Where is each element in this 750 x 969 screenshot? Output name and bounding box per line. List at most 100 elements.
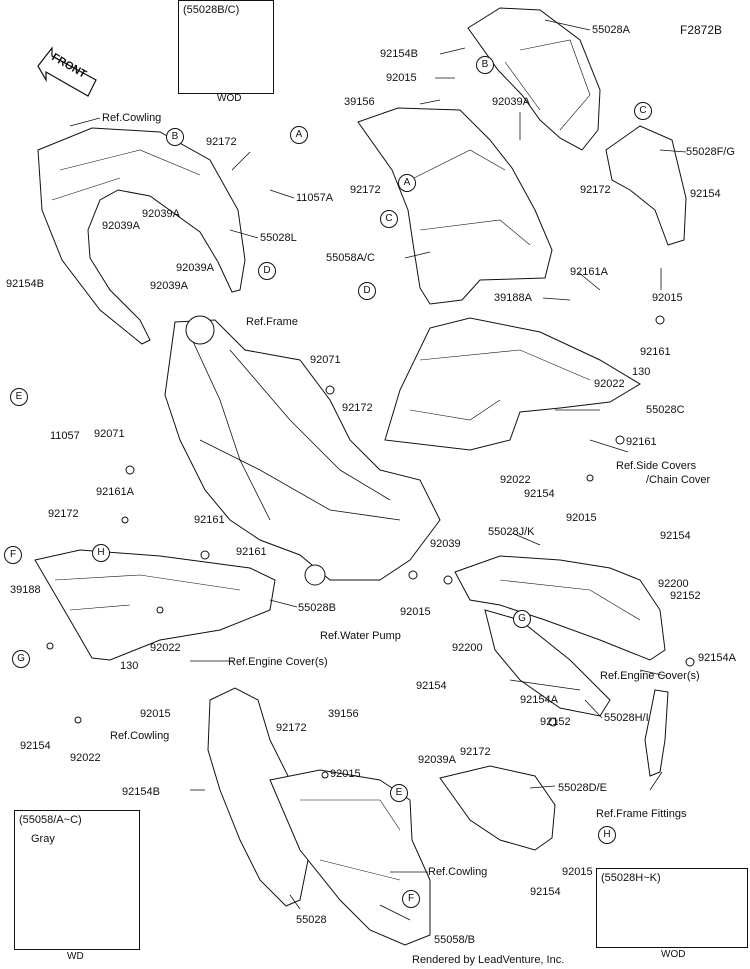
side-panel-55058B (269, 769, 431, 946)
inset-bl-title: (55058/A~C) (19, 814, 82, 826)
frame-outline (164, 319, 441, 581)
part-label: 92154B (122, 786, 160, 798)
part-label: 92172 (350, 184, 381, 196)
part-label: 39156 (328, 708, 359, 720)
part-label: 92172 (48, 508, 79, 520)
part-label: 55028L (260, 232, 297, 244)
figure-code: F2872B (680, 23, 723, 37)
callout-h2: H (598, 826, 616, 844)
part-label: 55028 (296, 914, 327, 926)
front-arrow-icon (37, 46, 97, 97)
part-label: 39188A (494, 292, 532, 304)
part-label: 92161A (570, 266, 608, 278)
part-label: 39188 (10, 584, 41, 596)
part-label: 92161 (626, 436, 657, 448)
part-label: 92039A (142, 208, 180, 220)
callout-a2: A (398, 174, 416, 192)
callout-c: C (634, 102, 652, 120)
part-label: 92172 (206, 136, 237, 148)
part-label: 92154 (530, 886, 561, 898)
part-label: 92154 (20, 740, 51, 752)
part-label: 92161 (194, 514, 225, 526)
part-label: 92154B (380, 48, 418, 60)
callout-d2: D (358, 282, 376, 300)
part-label: 55028C (646, 404, 685, 416)
part-label: 92154 (660, 530, 691, 542)
part-label: Ref.Cowling (428, 866, 488, 878)
part-label: Ref.Water Pump (320, 630, 401, 642)
part-label: 55058A/C (326, 252, 375, 264)
part-label: 92071 (310, 354, 341, 366)
part-label: Ref.Frame (246, 316, 298, 328)
part-label: 92015 (386, 72, 417, 84)
callout-e2: E (390, 784, 408, 802)
part-label: 92161 (236, 546, 267, 558)
part-label: 92071 (94, 428, 125, 440)
callout-f2: F (402, 890, 420, 908)
part-label: 92154 (690, 188, 721, 200)
part-label: 92152 (670, 590, 701, 602)
part-label: 92039A (492, 96, 530, 108)
part-label: 92015 (330, 768, 361, 780)
part-label: 11057A (296, 192, 334, 204)
inset-bl-sub: Gray (31, 833, 55, 845)
part-label: 55028F/G (686, 146, 735, 158)
part-label: 92172 (580, 184, 611, 196)
part-label: 92039 (430, 538, 461, 550)
part-label: 92022 (70, 752, 101, 764)
part-label: 92161 (640, 346, 671, 358)
part-label: 55028B (298, 602, 336, 614)
part-label: 55028A (592, 24, 630, 36)
part-label: 92172 (342, 402, 373, 414)
part-label: 92022 (150, 642, 181, 654)
callout-c2: C (380, 210, 398, 228)
part-label: Ref.Engine Cover(s) (600, 670, 700, 682)
upper-fairing-55028A (467, 7, 601, 151)
part-label: 92039A (418, 754, 456, 766)
part-label: 92154A (520, 694, 558, 706)
inset-br-foot: WOD (661, 949, 686, 960)
side-panel-55058A (357, 107, 553, 305)
part-label: 92154A (698, 652, 736, 664)
part-label: 130 (120, 660, 139, 672)
callout-b: B (166, 128, 184, 146)
callout-a: A (290, 126, 308, 144)
callout-e: E (10, 388, 28, 406)
inset-top: (55028B/C) WOD (178, 0, 274, 104)
callout-f: F (4, 546, 22, 564)
part-label: 39156 (344, 96, 375, 108)
part-label: 92154B (6, 278, 44, 290)
part-label: 92015 (562, 866, 593, 878)
part-label: 92015 (566, 512, 597, 524)
under-cowl-55028C (384, 317, 641, 451)
part-label: 92172 (276, 722, 307, 734)
part-label: 55028D/E (558, 782, 607, 794)
part-label: 92015 (652, 292, 683, 304)
part-label: 92154 (416, 680, 447, 692)
part-label: 92154 (524, 488, 555, 500)
bracket-55028D (439, 765, 556, 851)
part-label: 92039A (176, 262, 214, 274)
part-label: 92015 (140, 708, 171, 720)
bracket-55028F (605, 125, 687, 246)
part-label: 92022 (500, 474, 531, 486)
inset-bottom-left: (55058/A~C) Gray WD (14, 810, 140, 962)
lower-cowl-55028J (454, 555, 666, 661)
part-label: 92039A (150, 280, 188, 292)
callout-g2: G (513, 610, 531, 628)
inset-bl-foot: WD (67, 951, 84, 962)
inset-br-title: (55028H~K) (601, 872, 661, 884)
frame-fittings (644, 689, 669, 777)
cowling-55028 (207, 687, 311, 907)
part-label: 55058/B (434, 934, 475, 946)
part-label: /Chain Cover (646, 474, 711, 486)
part-label: 92161A (96, 486, 134, 498)
callout-d: D (258, 262, 276, 280)
part-label: 92172 (460, 746, 491, 758)
part-label: 92200 (452, 642, 483, 654)
inset-top-foot: WOD (217, 93, 242, 104)
leader-lines (69, 19, 687, 921)
part-label: 92039A (102, 220, 140, 232)
